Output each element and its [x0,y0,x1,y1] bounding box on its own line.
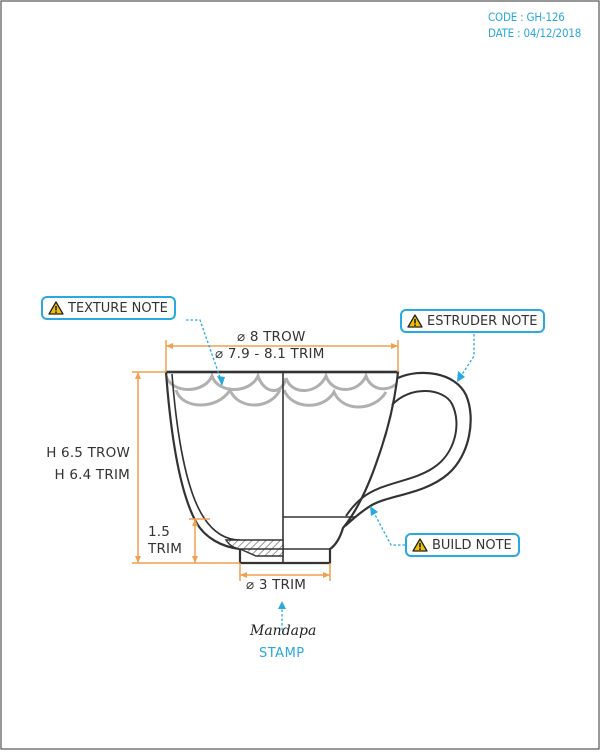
build-note-callout[interactable]: BUILD NOTE [405,533,520,557]
warning-icon [407,314,423,328]
diameter-trow-label: ⌀ 8 TROW [237,329,306,345]
build-note-label: BUILD NOTE [432,537,512,553]
dimension-lines [132,340,399,581]
cup-body [164,370,472,565]
texture-note-label: TEXTURE NOTE [68,300,168,316]
texture-note-callout[interactable]: TEXTURE NOTE [41,296,176,320]
mandapa-logo: Mandapa [250,623,317,639]
stamp-label: STAMP [259,646,305,661]
foot-height-value: 1.5 [148,524,171,540]
base-diameter-label: ⌀ 3 TRIM [246,577,307,593]
cup-outline [164,370,400,565]
estruder-note-label: ESTRUDER NOTE [427,313,538,329]
height-trim-label: H 6.4 TRIM [54,467,130,483]
foot-height-trim: TRIM [148,541,183,557]
height-trow-label: H 6.5 TROW [46,445,130,461]
handle-inner [345,390,458,517]
leader-lines [186,319,475,630]
arrow-icon [370,506,378,516]
estruder-note-callout[interactable]: ESTRUDER NOTE [400,309,546,333]
inner-wall-line [171,373,241,541]
leader-arrowheads [217,371,465,609]
arrow-icon [217,376,225,386]
warning-icon [48,301,64,315]
warning-icon [412,538,428,552]
handle-outer [344,371,472,527]
diameter-trim-label: ⌀ 7.9 - 8.1 TRIM [215,346,325,362]
drawing-date: DATE : 04/12/2018 [488,26,582,40]
drawing-code: CODE : GH-126 [488,10,565,24]
texture-pattern [166,372,398,409]
hatched-section [224,539,284,557]
arrow-icon [278,601,286,609]
arrow-icon [457,371,465,382]
